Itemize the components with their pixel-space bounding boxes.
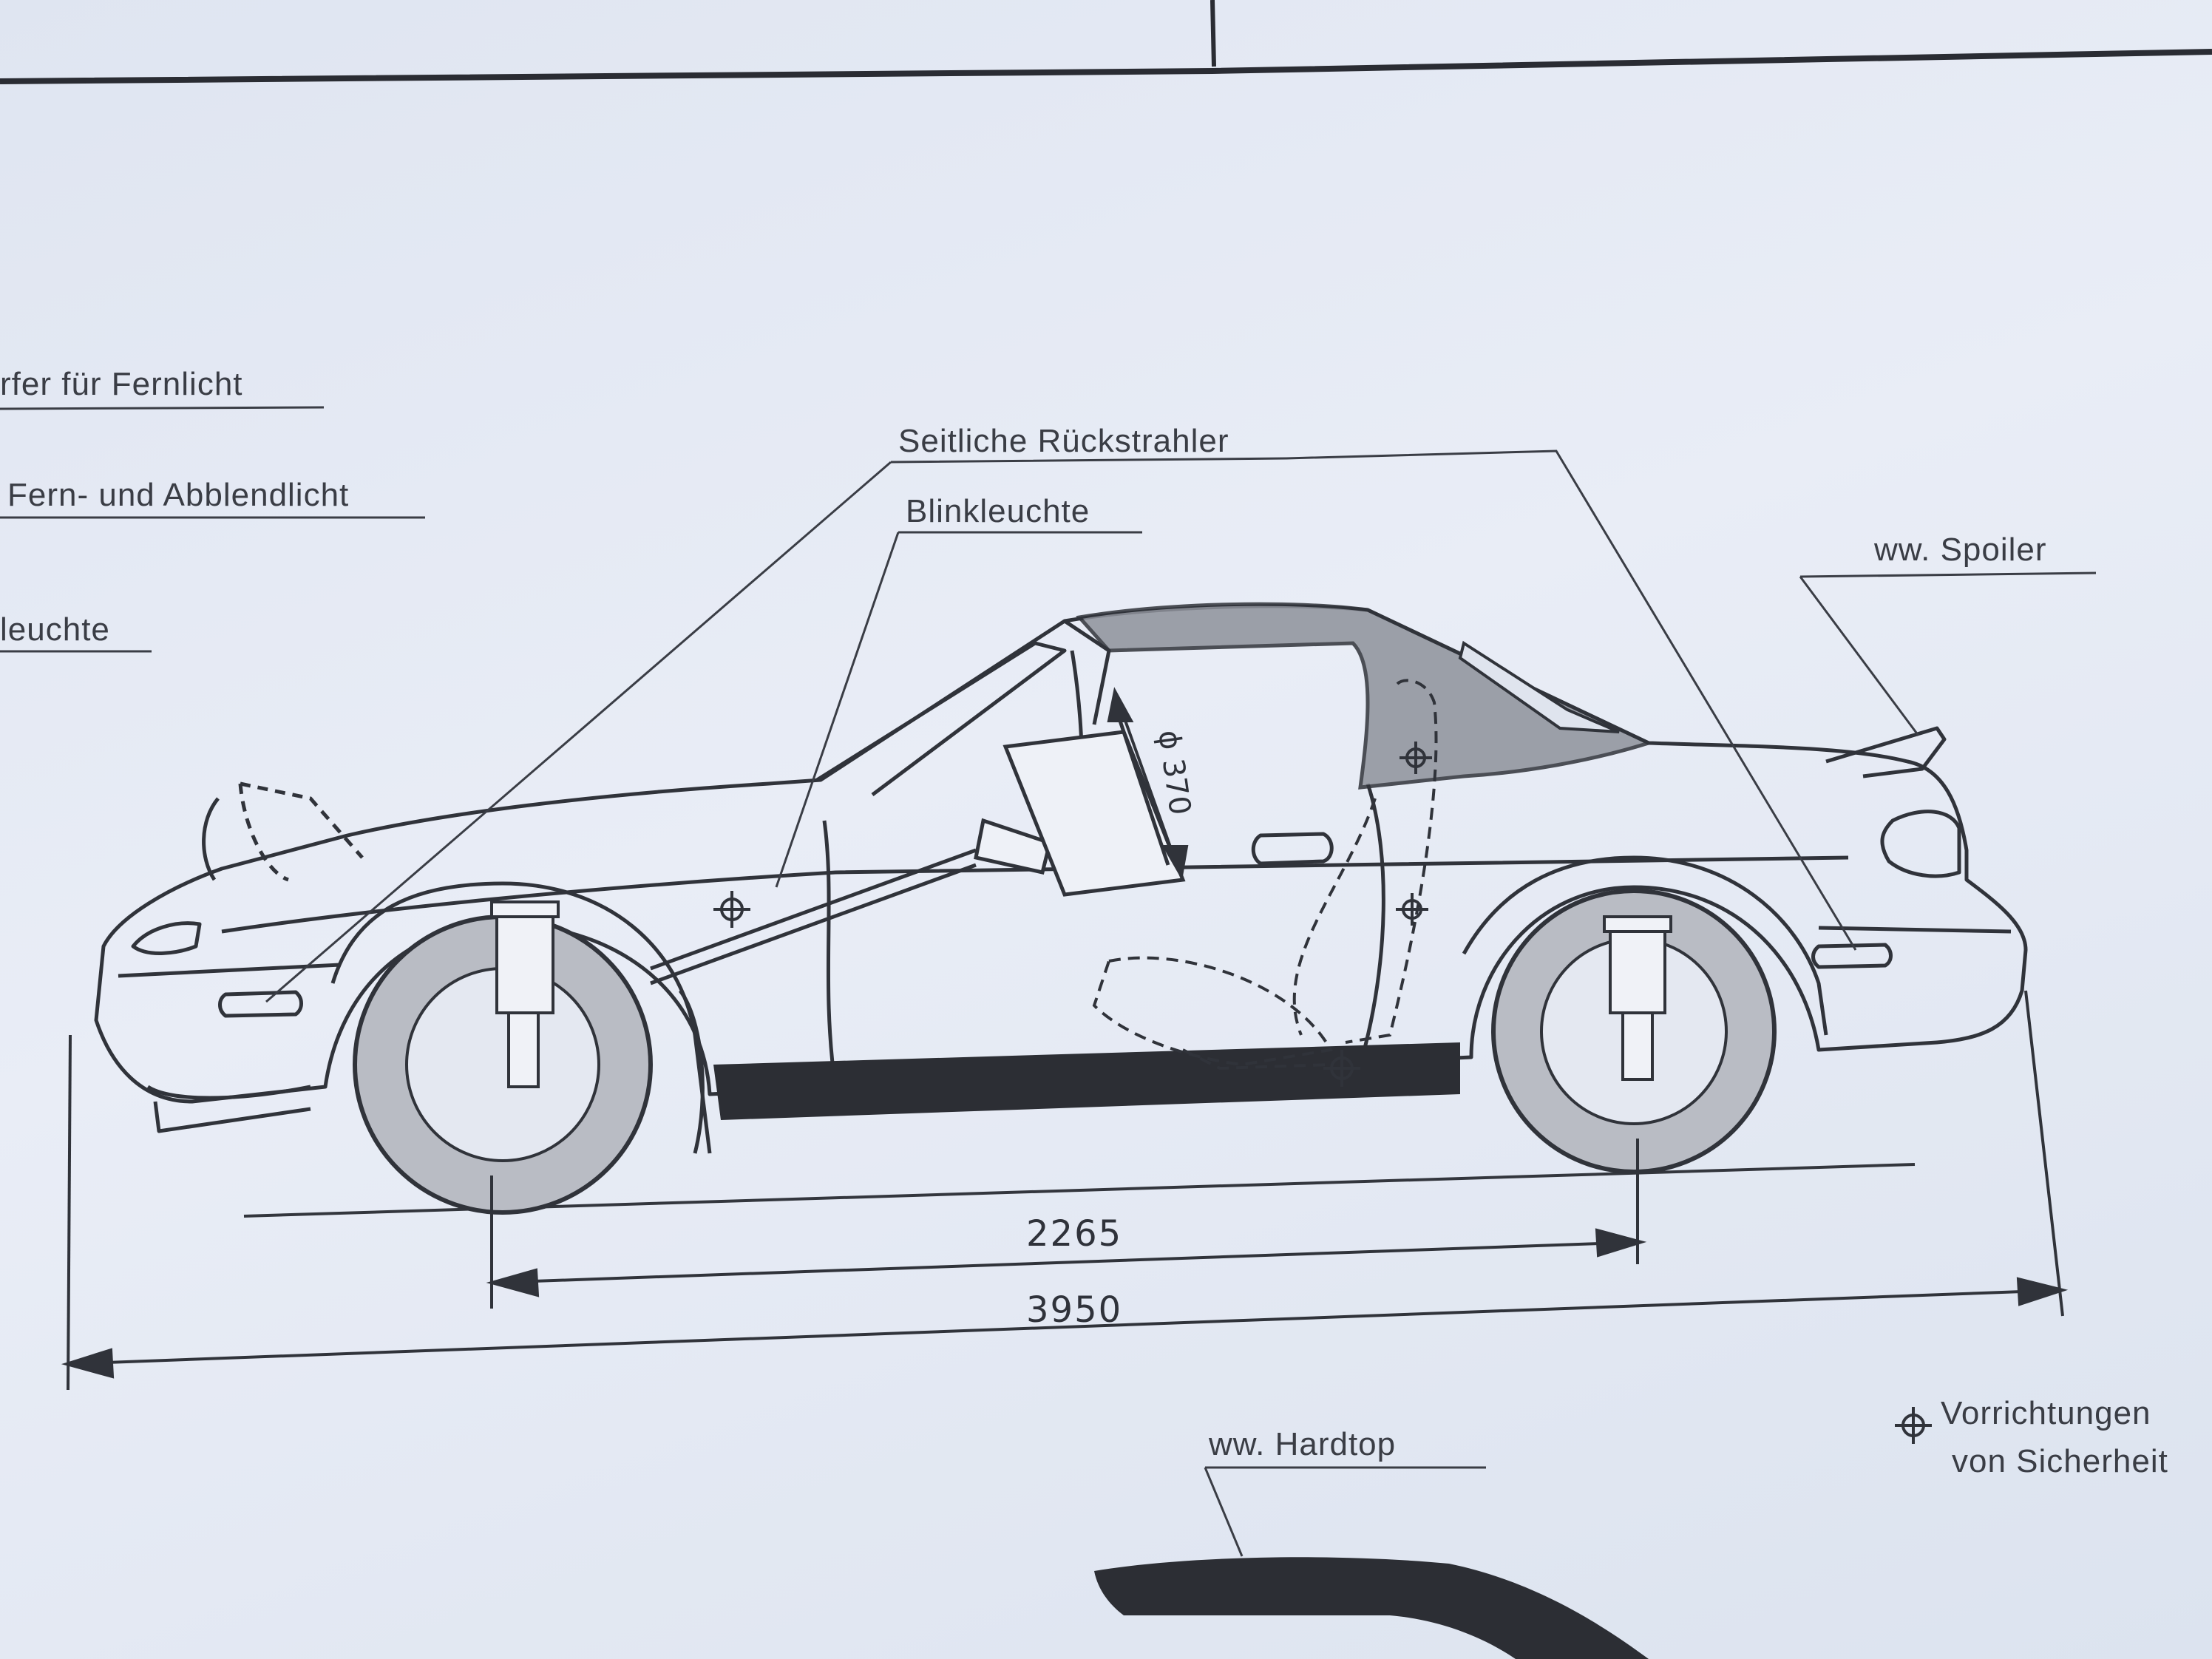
hardtop-outline [1094, 1557, 1649, 1659]
form-border [0, 0, 2212, 84]
label-fernlicht: rfer für Fernlicht [0, 366, 243, 402]
wheelbase-text: 2265 [1026, 1213, 1123, 1255]
label-blinkleuchte: Blinkleuchte [906, 493, 1090, 529]
front-wheel [353, 915, 653, 1215]
steering-assembly [650, 709, 1186, 985]
label-hardtop: ww. Hardtop [1209, 1426, 1397, 1462]
overall-length-text: 3950 [1026, 1289, 1123, 1331]
leader-lines [0, 406, 2097, 1557]
side-sill [713, 1042, 1460, 1120]
soft-top [1076, 602, 1654, 790]
label-vorrichtungen-line2: von Sicherheit [1952, 1443, 2168, 1479]
safety-device-symbols [713, 742, 1932, 1444]
seat-outline [1092, 679, 1438, 1071]
car-body [94, 604, 2028, 1154]
front-shock-absorber [490, 900, 560, 1088]
label-abblendlicht: Fern- und Abblendlicht [7, 477, 350, 513]
wheelbase-dimension-line [486, 1139, 1647, 1309]
steering-wheel-dimension [1107, 687, 1189, 881]
overall-length-dimension-line [61, 990, 2069, 1391]
label-rueckstrahler: Seitliche Rückstrahler [898, 423, 1229, 459]
label-spoiler: ww. Spoiler [1874, 532, 2047, 568]
label-leuchte: leuchte [0, 611, 110, 648]
rear-window [1458, 640, 1620, 733]
rear-shock-absorber [1603, 915, 1672, 1081]
label-vorrichtungen-line1: Vorrichtungen [1941, 1395, 2151, 1431]
